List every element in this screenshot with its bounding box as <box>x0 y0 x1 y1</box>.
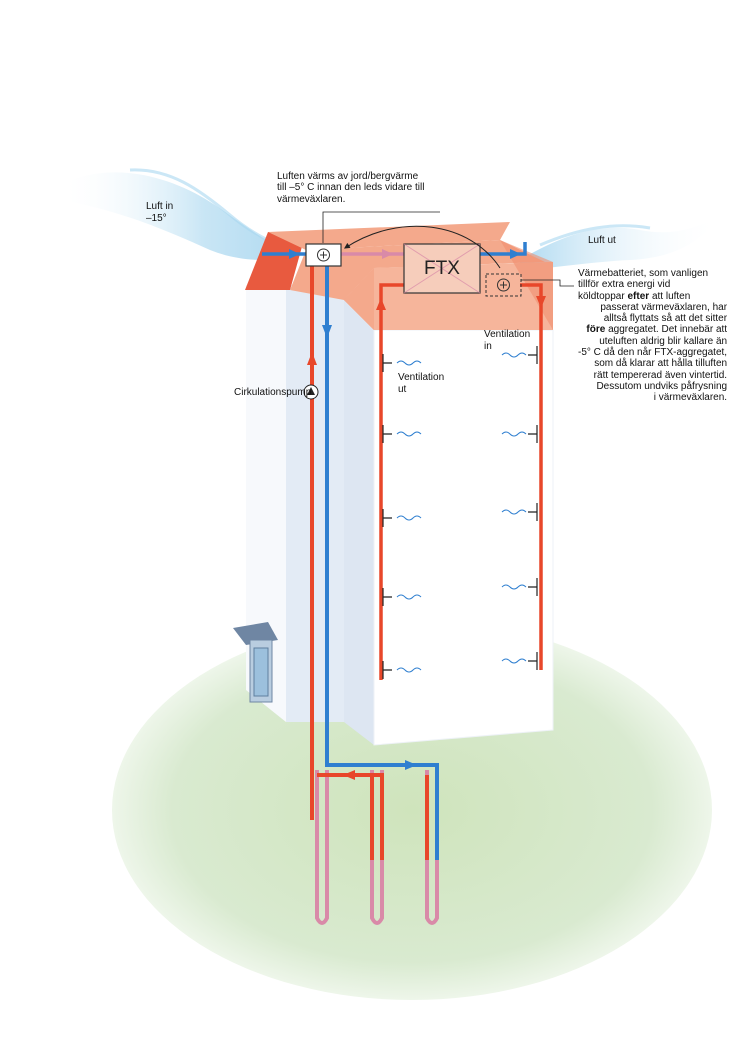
ventilation-in-label: Ventilation in <box>484 329 530 352</box>
right-annotation-line3: köldtoppar efter att luften <box>578 291 727 302</box>
heater-battery <box>485 273 522 297</box>
cold-pipe-arrows <box>322 325 417 770</box>
right-annotation-line2: tillför extra energi vid <box>578 279 671 291</box>
entrance-door <box>233 622 278 703</box>
right-annotation-line3-prefix: köldtoppar <box>578 290 628 302</box>
top-annotation-leader <box>322 211 440 243</box>
ground-ellipse <box>112 620 712 1000</box>
right-annotation-line6-suffix: aggregatet. Det innebär att <box>605 324 728 336</box>
right-annotation-leader <box>521 279 574 287</box>
vent-airflow-supply <box>501 352 527 664</box>
luft-in-label: Luft in –15° <box>146 201 173 224</box>
right-annotation-line12: i värmeväxlaren. <box>653 392 728 404</box>
top-annotation: Luften värms av jord/bergvärme till –5° … <box>277 171 424 205</box>
right-annotation-line9: som då klarar att hålla tilluften <box>594 358 728 370</box>
circulation-pump <box>303 384 319 400</box>
right-annotation-line6: före aggregatet. Det innebär att <box>578 324 727 335</box>
top-annotation-line1: Luften värms av jord/bergvärme <box>277 171 419 182</box>
right-annotation-line10: rätt tempererad även vintertid. <box>593 369 728 381</box>
ventilation-ut-line1: Ventilation <box>398 372 445 383</box>
ftx-unit <box>403 243 481 294</box>
right-annotation-line3-bold: efter <box>627 290 650 302</box>
ventilation-ut-label: Ventilation ut <box>398 372 444 395</box>
luft-ut-label: Luft ut <box>588 235 616 246</box>
luft-in-line1: Luft in <box>146 201 174 212</box>
building-main-body <box>344 300 554 746</box>
relocation-arrow <box>343 225 501 269</box>
right-annotation-line3-suffix: att luften <box>649 290 691 302</box>
ventilation-ut-line2: ut <box>398 383 407 395</box>
top-annotation-line2: till –5° C innan den leds vidare till <box>277 182 425 194</box>
warm-pipe-arrows <box>307 352 355 780</box>
top-annotation-line3: värmeväxlaren. <box>277 193 346 205</box>
right-annotation-line8: -5° C då den når FTX-aggregatet, <box>578 347 728 359</box>
ventilation-in-line1: Ventilation <box>484 329 531 340</box>
right-annotation-line6-bold: före <box>586 324 606 336</box>
duct-arrows <box>289 249 546 310</box>
vent-airflow-exhaust <box>396 360 422 673</box>
cirkulationspump-label: Cirkulationspump <box>234 387 312 398</box>
ground-loops <box>315 770 439 925</box>
right-annotation: Värmebatteriet, som vanligen tillför ext… <box>578 268 727 404</box>
preheat-exchanger <box>305 243 342 267</box>
air-out-stream <box>520 215 720 270</box>
ventilation-in-line2: in <box>484 340 492 352</box>
luft-in-line2: –15° <box>146 212 167 224</box>
right-annotation-line7: uteluften aldrig blir kallare än <box>599 335 728 347</box>
vents-exhaust <box>382 354 392 679</box>
cold-pipe <box>325 262 439 860</box>
right-annotation-line11: Dessutom undviks påfrysning <box>596 380 728 392</box>
right-annotation-line5: alltså flyttats så att det sitter <box>603 313 728 325</box>
right-annotation-line1: Värmebatteriet, som vanligen <box>578 268 709 279</box>
right-annotation-line4: passerat värmeväxlaren, har <box>600 301 728 313</box>
ftx-label: FTX <box>424 258 460 279</box>
vents-supply <box>528 346 538 670</box>
